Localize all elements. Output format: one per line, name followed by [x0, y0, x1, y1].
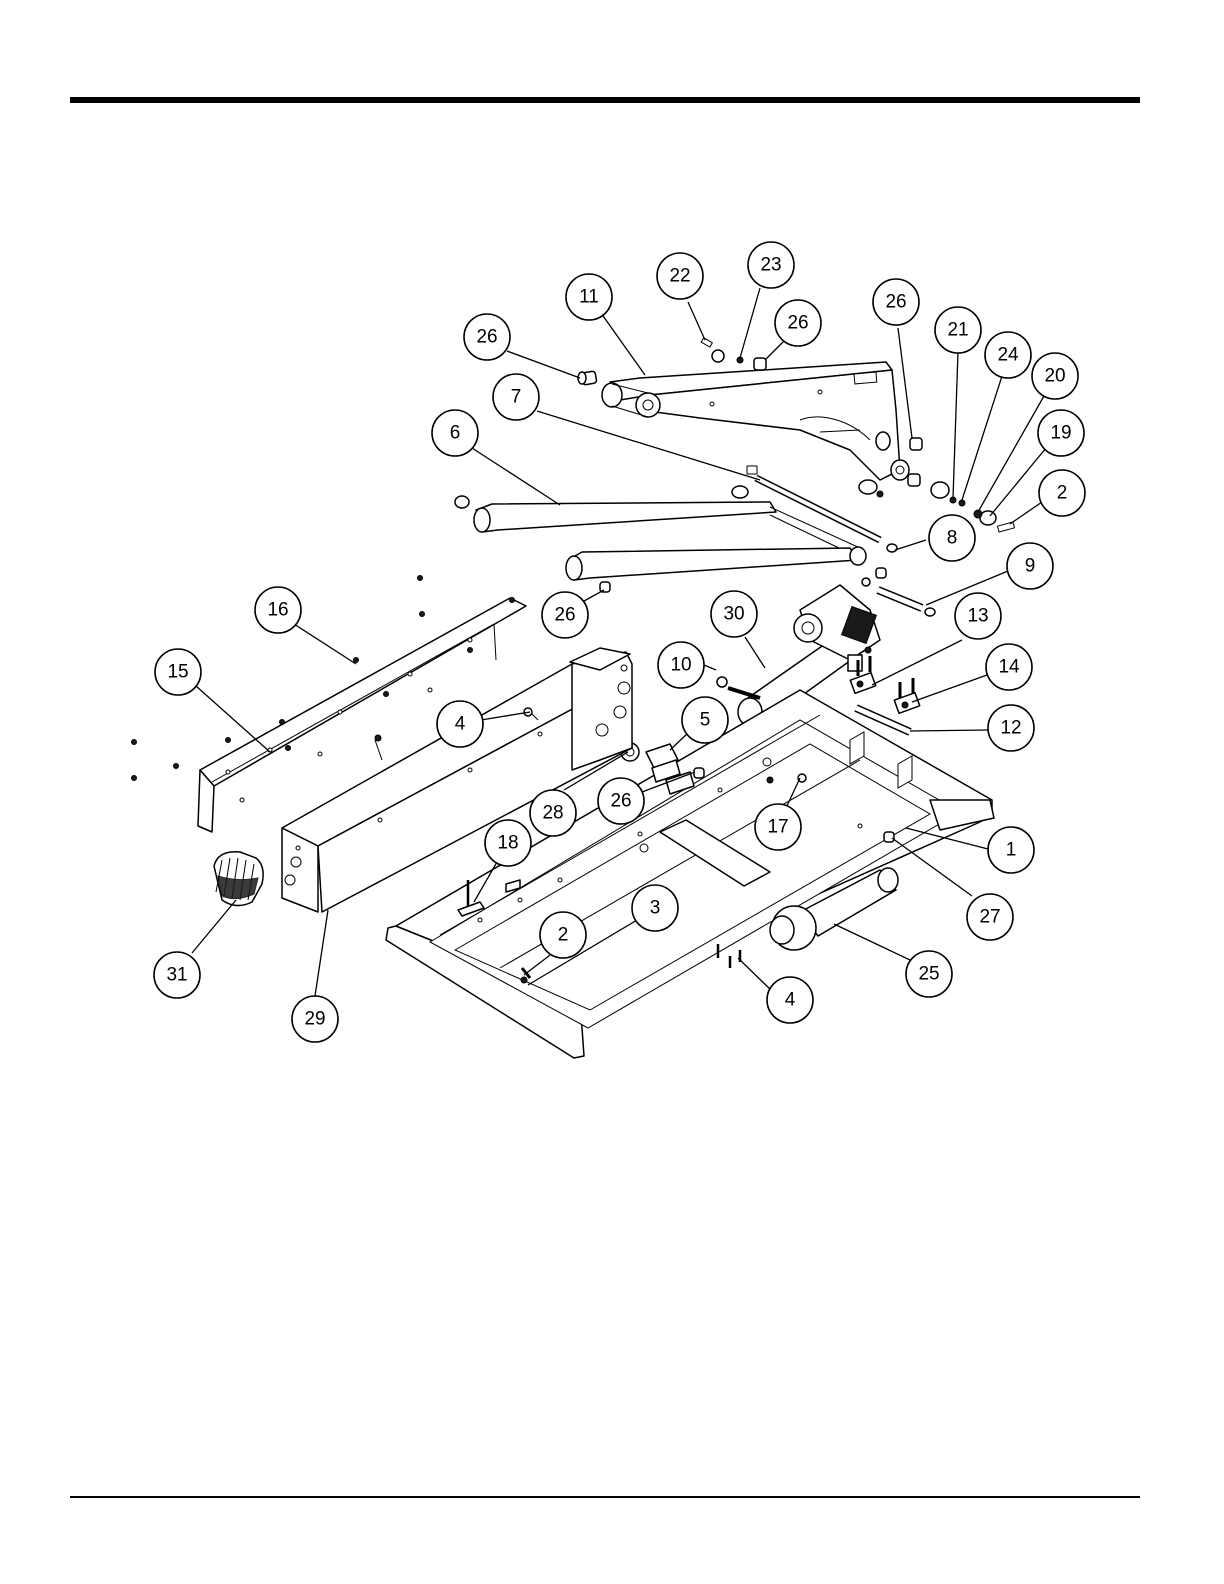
svg-text:17: 17: [767, 817, 788, 838]
callout-11: 11: [566, 274, 612, 320]
svg-text:4: 4: [785, 990, 796, 1011]
bottom-rule: [70, 1496, 1140, 1498]
svg-text:3: 3: [650, 898, 661, 919]
svg-text:16: 16: [267, 600, 288, 621]
part-upper-arm: [602, 362, 909, 480]
callout-1: 1: [988, 827, 1034, 873]
svg-text:26: 26: [787, 313, 808, 334]
svg-text:13: 13: [967, 606, 988, 627]
callout-4-lower: 4: [767, 977, 813, 1023]
callout-21: 21: [935, 307, 981, 353]
svg-text:26: 26: [476, 327, 497, 348]
callout-23: 23: [748, 242, 794, 288]
callout-7: 7: [493, 374, 539, 420]
callout-3: 3: [632, 885, 678, 931]
svg-text:5: 5: [700, 710, 711, 731]
svg-text:2: 2: [1057, 483, 1068, 504]
svg-text:1: 1: [1006, 840, 1017, 861]
callout-15: 15: [155, 649, 201, 695]
part-grille: [214, 852, 263, 906]
svg-text:31: 31: [166, 965, 187, 986]
svg-text:25: 25: [918, 964, 939, 985]
callout-12: 12: [988, 705, 1034, 751]
svg-text:21: 21: [947, 320, 968, 341]
callout-30: 30: [711, 591, 757, 637]
callout-2-bottom: 2: [540, 912, 586, 958]
callout-27: 27: [967, 894, 1013, 940]
callout-8: 8: [929, 515, 975, 561]
svg-text:20: 20: [1044, 366, 1065, 387]
svg-text:30: 30: [723, 604, 744, 625]
svg-text:10: 10: [670, 655, 691, 676]
callout-31: 31: [154, 952, 200, 998]
svg-text:26: 26: [610, 791, 631, 812]
svg-text:19: 19: [1050, 423, 1071, 444]
svg-text:29: 29: [304, 1009, 325, 1030]
callout-5: 5: [682, 697, 728, 743]
callout-20: 20: [1032, 353, 1078, 399]
callout-26-middle: 26: [542, 592, 588, 638]
svg-text:9: 9: [1025, 556, 1036, 577]
svg-text:11: 11: [579, 287, 599, 308]
callout-26-top-left: 26: [464, 314, 510, 360]
svg-text:12: 12: [1000, 718, 1021, 739]
svg-text:18: 18: [497, 833, 518, 854]
callout-6: 6: [432, 410, 478, 456]
svg-text:8: 8: [947, 528, 958, 549]
part-fasteners-top: [701, 338, 743, 363]
callout-26-top-middle: 26: [775, 300, 821, 346]
svg-text:22: 22: [669, 266, 690, 287]
callout-9: 9: [1007, 543, 1053, 589]
callout-28: 28: [530, 790, 576, 836]
svg-text:2: 2: [558, 925, 569, 946]
callout-10: 10: [658, 642, 704, 688]
callout-17: 16: [255, 587, 301, 633]
callout-4-upper: 4: [437, 701, 483, 747]
callout-16: 17: [755, 804, 801, 850]
svg-text:23: 23: [760, 255, 781, 276]
callout-22: 22: [657, 253, 703, 299]
svg-text:7: 7: [511, 387, 522, 408]
callout-18: 18: [485, 820, 531, 866]
callout-25: 25: [906, 951, 952, 997]
svg-text:28: 28: [542, 803, 563, 824]
part-pin-10: [717, 677, 760, 698]
callout-13: 13: [955, 593, 1001, 639]
callout-19: 19: [1038, 410, 1084, 456]
svg-text:26: 26: [885, 292, 906, 313]
callout-26-lower: 26: [598, 778, 644, 824]
svg-text:27: 27: [979, 907, 1000, 928]
callout-2-right: 2: [1039, 470, 1085, 516]
part-pins: [862, 544, 935, 616]
svg-text:24: 24: [997, 345, 1019, 366]
callout-29: 29: [292, 996, 338, 1042]
svg-text:15: 15: [167, 662, 188, 683]
svg-text:4: 4: [455, 714, 466, 735]
callout-24: 24: [985, 332, 1031, 378]
callout-14: 14: [986, 644, 1032, 690]
svg-text:26: 26: [554, 605, 575, 626]
callout-26-top-right: 26: [873, 279, 919, 325]
svg-text:6: 6: [450, 423, 461, 444]
svg-text:14: 14: [998, 657, 1020, 678]
